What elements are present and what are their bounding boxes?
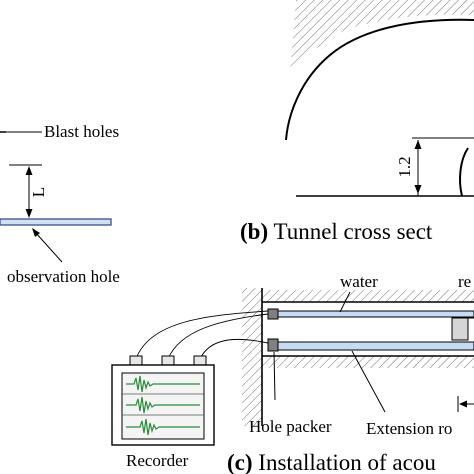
recorder-terminal-2	[161, 355, 175, 366]
tunnel-sidewall	[459, 147, 469, 197]
cable-3	[199, 338, 269, 360]
observation-hole-label: observation hole	[7, 267, 120, 286]
panel-a: Blast holes L observation hole	[0, 122, 120, 286]
extension-label: Extension ro	[366, 419, 452, 438]
tunnel-hatch	[290, 0, 474, 75]
extension-leader	[351, 350, 386, 413]
extension-rod	[275, 341, 474, 351]
observation-hole-leader	[34, 231, 63, 263]
hole-packer-leader	[273, 351, 276, 401]
observation-hole-arrowhead	[32, 228, 40, 237]
tunnel-arc	[285, 18, 474, 141]
water-tube	[275, 310, 474, 318]
height-dimension	[412, 137, 424, 196]
recorder-waveform-2	[126, 396, 200, 414]
recorder-waveform-3	[126, 418, 200, 436]
cable-1	[135, 310, 269, 360]
recorder-waveform-1	[126, 375, 200, 393]
length-dim-arrow	[459, 400, 467, 408]
observation-hole	[0, 218, 112, 226]
borehole-top-hatch	[262, 290, 474, 302]
panel-b-caption: (b) Tunnel cross sect	[240, 219, 433, 244]
recorder-label: Recorder	[126, 451, 189, 470]
cable-2	[167, 313, 269, 360]
probe-body	[451, 317, 469, 341]
water-label: water	[340, 272, 378, 291]
distance-label: L	[29, 187, 48, 197]
hole-packer-bottom	[267, 338, 279, 352]
panel-c-caption: (c) Installation of acou	[227, 450, 436, 474]
height-dimension-label: 1.2	[395, 156, 414, 177]
borehole-bottom-hatch	[262, 356, 474, 368]
panel-c-caption-text: Installation of acou	[253, 450, 437, 474]
recorder-terminal-3	[193, 355, 207, 366]
panel-c-caption-letter: (c)	[227, 450, 253, 474]
hole-packer-top	[267, 308, 279, 320]
distance-dimension	[9, 164, 42, 218]
water-leader	[339, 291, 351, 313]
blast-holes-label: Blast holes	[44, 122, 119, 141]
panel-b: 1.2 (b) Tunnel cross sect	[240, 0, 474, 244]
recorder	[111, 355, 215, 446]
rock-hatch	[242, 288, 262, 426]
hole-packer-label: Hole packer	[249, 417, 332, 436]
partial-label: re	[458, 272, 471, 291]
panel-c: water re Hole packer Extension ro Recor	[111, 272, 474, 474]
panel-b-caption-text: Tunnel cross sect	[268, 219, 433, 244]
panel-b-caption-letter: (b)	[240, 219, 268, 244]
recorder-terminal-1	[129, 355, 143, 366]
